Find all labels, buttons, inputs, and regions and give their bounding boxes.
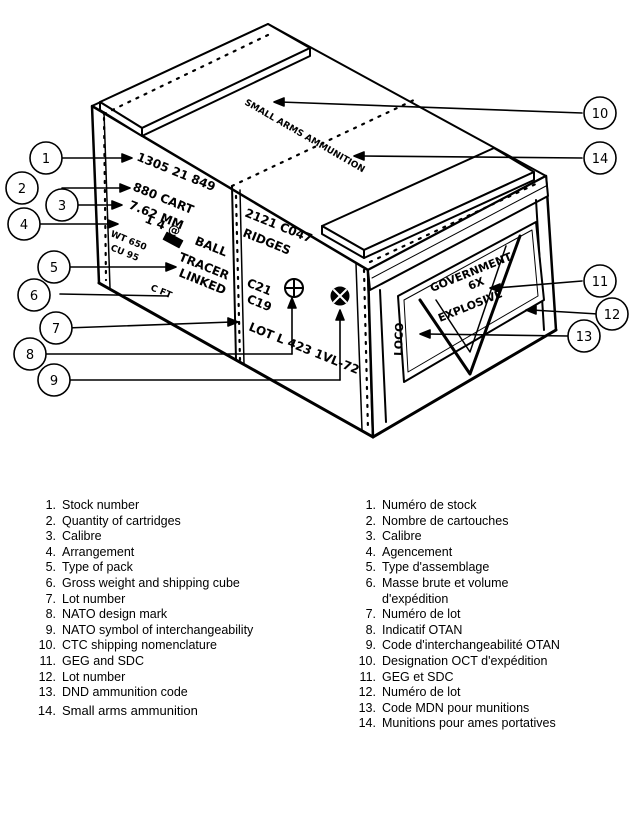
legend-en-item: 11.GEG and SDC [39,653,144,668]
top-nail-lines [102,32,542,432]
legend-en-item: 4.Arrangement [45,544,135,559]
callout-8: 8 [26,348,34,363]
callout-14: 14 [592,152,609,167]
callout-4: 4 [20,218,28,233]
callout-9: 9 [50,374,58,389]
legend-fr-item: 6.Masse brute et volume d'expédition [365,575,509,606]
legend-fr-item: 13.Code MDN pour munitions [358,700,530,715]
legend-en-item: 9.NATO symbol of interchangeability [45,622,254,637]
callout-12: 12 [604,308,621,323]
callout-2: 2 [18,182,26,197]
legend-english: 1.Stock number 2.Quantity of cartridges … [36,498,253,718]
legend-fr-item: 4.Agencement [365,544,453,559]
leader-lines [35,97,599,381]
legend-en-item: 1.Stock number [45,498,140,512]
legend-fr-item: 9.Code d'interchangeabilité OTAN [365,638,560,653]
legend-fr-item: 3.Calibre [365,529,422,544]
callout-numbers: 1 2 3 4 5 6 7 8 9 10 14 11 12 13 [18,107,620,389]
callout-1: 1 [42,152,50,167]
legend-fr-item: 14.Munitions pour ames portatives [358,716,556,731]
callout-13: 13 [576,330,593,345]
stencil-6x: 6X [466,274,486,292]
callout-5: 5 [50,261,58,276]
top-cleat-left [99,23,311,137]
nato-interchangeability-symbol [330,286,350,306]
legend-en-item: 2.Quantity of cartridges [45,513,181,528]
legend-fr-item: 10.Designation OCT d'expédition [358,653,548,668]
legend-fr-item: 2.Nombre de cartouches [365,513,509,528]
callout-circles [5,96,629,397]
nato-design-mark [284,278,304,298]
legend-fr-item: 11.GEG et SDC [359,669,454,684]
ammunition-crate-diagram: 1 2 3 4 5 6 7 8 9 10 14 11 12 13 1305 21… [5,23,629,439]
legend-en-item: 7.Lot number [45,591,126,606]
callout-6: 6 [30,289,38,304]
legend-en-item: 6.Gross weight and shipping cube [45,575,240,590]
legend-en-item: 8.NATO design mark [45,607,168,622]
callout-11: 11 [592,275,609,290]
legend-en-item: 3.Calibre [45,529,102,544]
callout-3: 3 [58,199,66,214]
legend-en-item: 14.Small arms ammunition [37,702,198,718]
legend-fr-item: 8.Indicatif OTAN [365,622,463,637]
top-cleat-right [321,147,535,259]
callout-10: 10 [592,107,609,122]
legend-french: 1.Numéro de stock 2.Nombre de cartouches… [356,498,560,732]
legend-en-item: 12.Lot number [38,669,126,684]
legend-en-item: 13.DND ammunition code [38,685,188,700]
callout-7: 7 [52,322,60,337]
legend-en-item: 10.CTC shipping nomenclature [38,638,217,653]
legend-fr-item: 1.Numéro de stock [365,498,477,512]
legend-fr-item: 12.Numéro de lot [358,685,461,700]
legend-fr-item: 7.Numéro de lot [365,607,461,622]
legend-fr-item: 5.Type d'assemblage [365,560,490,575]
legend-en-item: 5.Type of pack [45,560,133,575]
stencil-loco: LOCO [392,322,406,356]
